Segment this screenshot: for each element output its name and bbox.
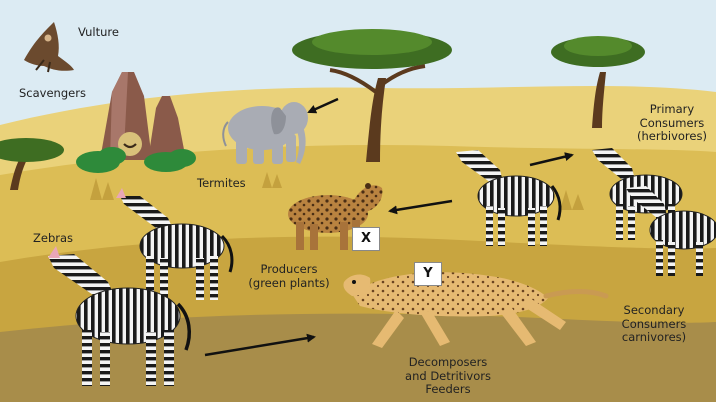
label-primary-line-1: Primary bbox=[630, 103, 714, 117]
label-producers-line-1: Producers bbox=[234, 263, 344, 277]
label-producers-line-2: (green plants) bbox=[234, 277, 344, 291]
label-secondary-line-3: carnivores) bbox=[604, 331, 704, 345]
label-scavengers: Scavengers bbox=[19, 87, 86, 101]
label-producers: Producers (green plants) bbox=[234, 263, 344, 290]
label-secondary-line-1: Secondary bbox=[604, 304, 704, 318]
label-primary-line-2: Consumers bbox=[630, 117, 714, 131]
marker-x: X bbox=[352, 227, 380, 251]
label-secondary-consumers: Secondary Consumers carnivores) bbox=[604, 304, 704, 345]
label-vulture: Vulture bbox=[78, 26, 119, 40]
label-decomposers-line-2: and Detritivors bbox=[393, 370, 503, 384]
label-decomposers-line-1: Decomposers bbox=[393, 356, 503, 370]
marker-y: Y bbox=[414, 262, 442, 286]
label-termites: Termites bbox=[197, 177, 246, 191]
label-secondary-line-2: Consumers bbox=[604, 318, 704, 332]
label-zebras: Zebras bbox=[33, 232, 73, 246]
label-primary-consumers: Primary Consumers (herbivores) bbox=[630, 103, 714, 144]
label-decomposers: Decomposers and Detritivors Feeders bbox=[393, 356, 503, 397]
label-primary-line-3: (herbivores) bbox=[630, 130, 714, 144]
label-decomposers-line-3: Feeders bbox=[393, 383, 503, 397]
